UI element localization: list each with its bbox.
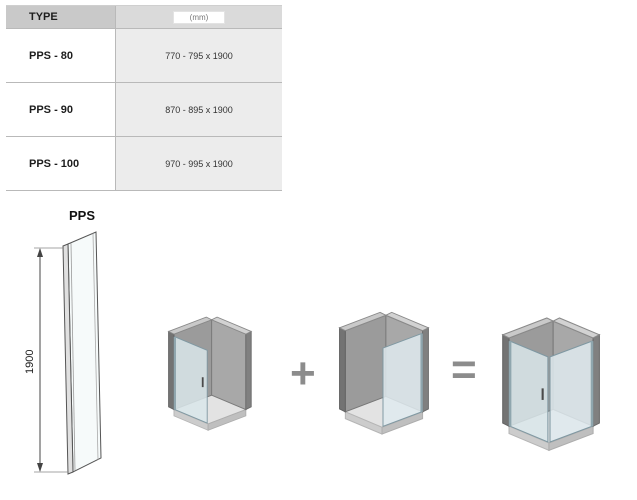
glass-inner-edge	[70, 243, 76, 471]
row-dim-value: 770 - 795 x 1900	[116, 29, 282, 82]
column-header-dim: (mm)	[116, 6, 282, 28]
equals-icon: =	[451, 345, 477, 394]
table-row: PPS - 90 870 - 895 x 1900	[6, 83, 282, 137]
shower-complete-figure	[488, 298, 612, 456]
panel-technical-drawing: 1900	[4, 222, 154, 494]
spec-table: TYPE (mm) PPS - 80 770 - 795 x 1900 PPS …	[6, 5, 282, 191]
shower-with-door-figure	[156, 300, 262, 435]
drawing-title: PPS	[68, 208, 95, 223]
row-type-label: PPS - 80	[6, 29, 116, 82]
row-dim-value: 970 - 995 x 1900	[116, 137, 282, 190]
glass-right-edge	[92, 233, 99, 460]
table-row: PPS - 80 770 - 795 x 1900	[6, 29, 282, 83]
table-row: PPS - 100 970 - 995 x 1900	[6, 137, 282, 191]
row-type-label: PPS - 100	[6, 137, 116, 190]
panel-drawing-svg: 1900	[24, 231, 102, 475]
dim-arrow-top	[37, 248, 43, 257]
table-header-row: TYPE (mm)	[6, 6, 282, 29]
column-header-type: TYPE	[6, 6, 116, 28]
height-dimension-label: 1900	[24, 350, 36, 374]
shower-side-panel-figure	[326, 294, 440, 439]
plus-icon: +	[290, 349, 316, 398]
dim-arrow-bottom	[37, 463, 43, 472]
mm-unit-label: (mm)	[172, 10, 226, 24]
row-dim-value: 870 - 895 x 1900	[116, 83, 282, 136]
row-type-label: PPS - 90	[6, 83, 116, 136]
wall-profile-shape	[62, 243, 74, 475]
